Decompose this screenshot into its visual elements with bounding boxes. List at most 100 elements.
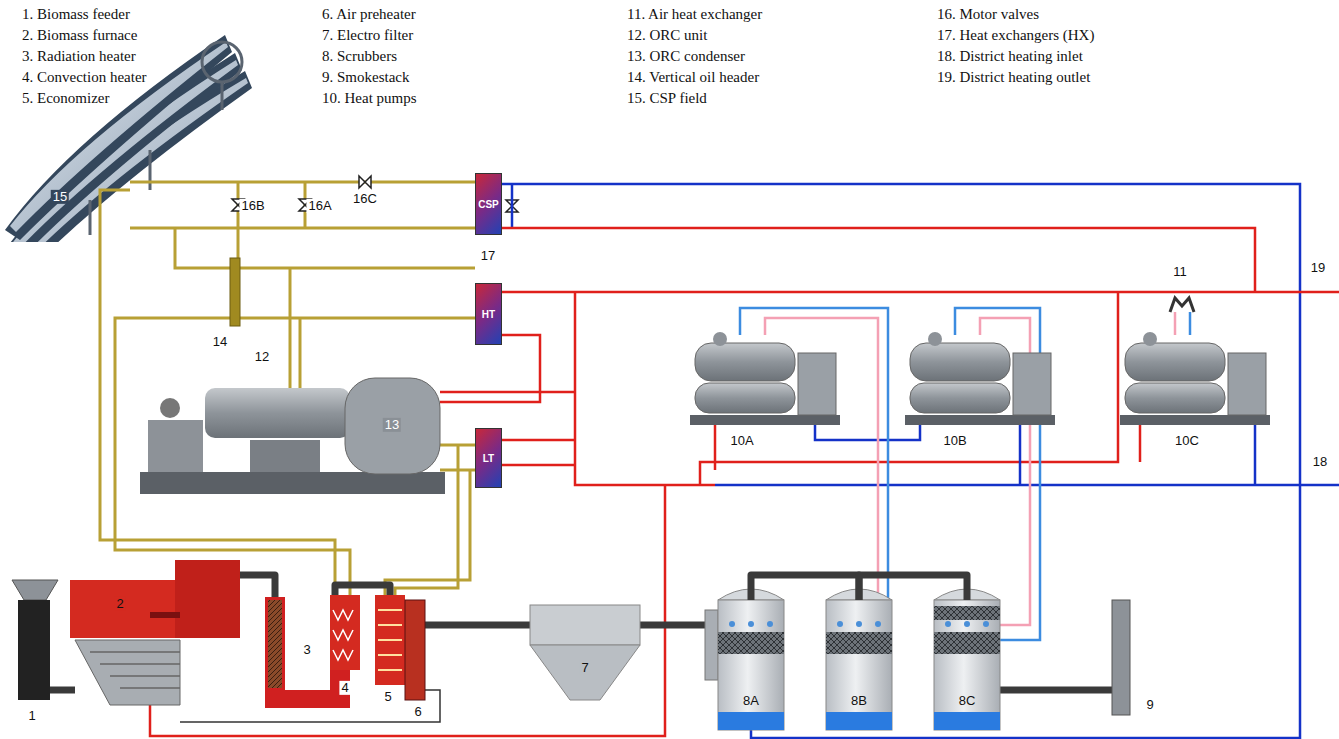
key-entry: 14. Vertical oil header (625, 69, 761, 86)
key-entry: 16. Motor valves (935, 6, 1041, 23)
scrubber-tank (964, 621, 970, 627)
callout-number: 10C (1173, 434, 1201, 448)
callout-number: 5 (382, 690, 393, 704)
heat-exchanger-box: CSP (475, 173, 502, 235)
oil-pipe (100, 182, 475, 595)
flue-duct (50, 687, 75, 694)
key-entry: 9. Smokestack (320, 69, 412, 86)
scrubber-tank (875, 621, 881, 627)
flue-duct (640, 622, 705, 629)
air-preheater (405, 600, 425, 700)
callout-number: 10A (728, 434, 755, 448)
callout-number: 3 (301, 643, 312, 657)
scrubber-tank (983, 621, 989, 627)
callout-number: 18 (1311, 455, 1329, 469)
key-entry: 17. Heat exchangers (HX) (935, 27, 1096, 44)
key-entry: 3. Radiation heater (20, 48, 138, 65)
node-text: CSP (478, 199, 499, 210)
csp-field (10, 42, 228, 232)
district-heating-pipe (150, 485, 665, 736)
heat-pump (1120, 415, 1270, 425)
oil-pipe (175, 228, 475, 268)
scrubber-tank (945, 621, 951, 627)
heat-exchanger-box: HT (475, 283, 502, 345)
biomass-feeder (12, 580, 58, 600)
electro-filter (530, 605, 640, 645)
scrubber-box: 8A (718, 600, 784, 730)
callout-number: 16C (351, 192, 379, 206)
biomass-feeder (18, 600, 50, 700)
scrubber-tank (826, 632, 892, 654)
convection-heater (330, 595, 360, 670)
district-heating-pipe (440, 391, 575, 394)
scrubber-tank (934, 606, 1000, 620)
heat-pump (695, 383, 795, 413)
scrubber-tank (856, 621, 862, 627)
district-heating-pipe (511, 184, 514, 228)
heat-pump (928, 332, 942, 346)
orc-condenser (345, 378, 440, 474)
oil-pipe (115, 318, 475, 595)
orc-unit (205, 388, 350, 438)
district-heating-pipe (715, 484, 1339, 487)
callout-number: 2 (114, 597, 125, 611)
flue-duct (425, 622, 530, 629)
electro-filter (530, 605, 640, 700)
smokestack (1112, 600, 1130, 715)
oil-pipe (299, 318, 302, 388)
callout-number: 6 (412, 705, 423, 719)
flue-duct (1000, 687, 1112, 694)
key-entry: 6. Air preheater (320, 6, 418, 23)
oil-header (230, 258, 240, 326)
heat-pump-loop (740, 308, 1190, 640)
heat-pump (910, 383, 1010, 413)
callout-number: 10B (941, 434, 968, 448)
orc-unit (148, 420, 203, 472)
district-heating-pipe (500, 464, 575, 467)
heat-pump-loop (1189, 312, 1192, 335)
scrubber-tank (718, 600, 784, 730)
key-entry: 7. Electro filter (320, 27, 415, 44)
flue-gas-duct (751, 575, 859, 600)
key-entry: 10. Heat pumps (320, 90, 419, 107)
district-heating-pipe (500, 228, 1255, 292)
heat-pump (1143, 332, 1157, 346)
scrubber-tank (934, 600, 1000, 730)
csp-field (5, 35, 252, 242)
district-heating-pipe (500, 184, 1300, 738)
callout-number: 15 (51, 190, 69, 204)
callout-number: 7 (579, 661, 590, 675)
scrubber-box: 8C (934, 600, 1000, 730)
key-entry: 12. ORC unit (625, 27, 709, 44)
biomass-feeder (12, 580, 58, 700)
csp-field (202, 42, 242, 82)
heat-pump (1013, 353, 1051, 415)
scrubber-tank (826, 600, 892, 730)
heat-pump (1125, 343, 1225, 381)
biomass-furnace (90, 652, 180, 688)
key-entry: 18. District heating inlet (935, 48, 1085, 65)
biomass-furnace (150, 612, 180, 618)
heat-pump (910, 343, 1010, 381)
scrubber-tank (718, 589, 1000, 730)
district-heating-pipe (1254, 425, 1257, 485)
economizer (378, 610, 402, 670)
key-entry: 5. Economizer (20, 90, 111, 107)
scrubber-tank (934, 712, 1000, 730)
orc-unit (250, 440, 320, 472)
scrubber-box: 8B (826, 600, 892, 730)
economizer (375, 595, 405, 685)
scrubber-tank (748, 621, 754, 627)
biomass-furnace (75, 640, 180, 705)
node-text: 8B (851, 693, 867, 708)
scrubber-inlet (705, 610, 718, 680)
scrubber-tank (718, 712, 784, 730)
scrubber-tank (934, 632, 1000, 654)
key-entry: 15. CSP field (625, 90, 709, 107)
callout-number: 11 (1171, 265, 1189, 279)
key-entry: 13. ORC condenser (625, 48, 747, 65)
district-heating-pipe (575, 292, 715, 485)
oil-pipe (130, 227, 475, 230)
scrubber-tank (826, 712, 892, 730)
